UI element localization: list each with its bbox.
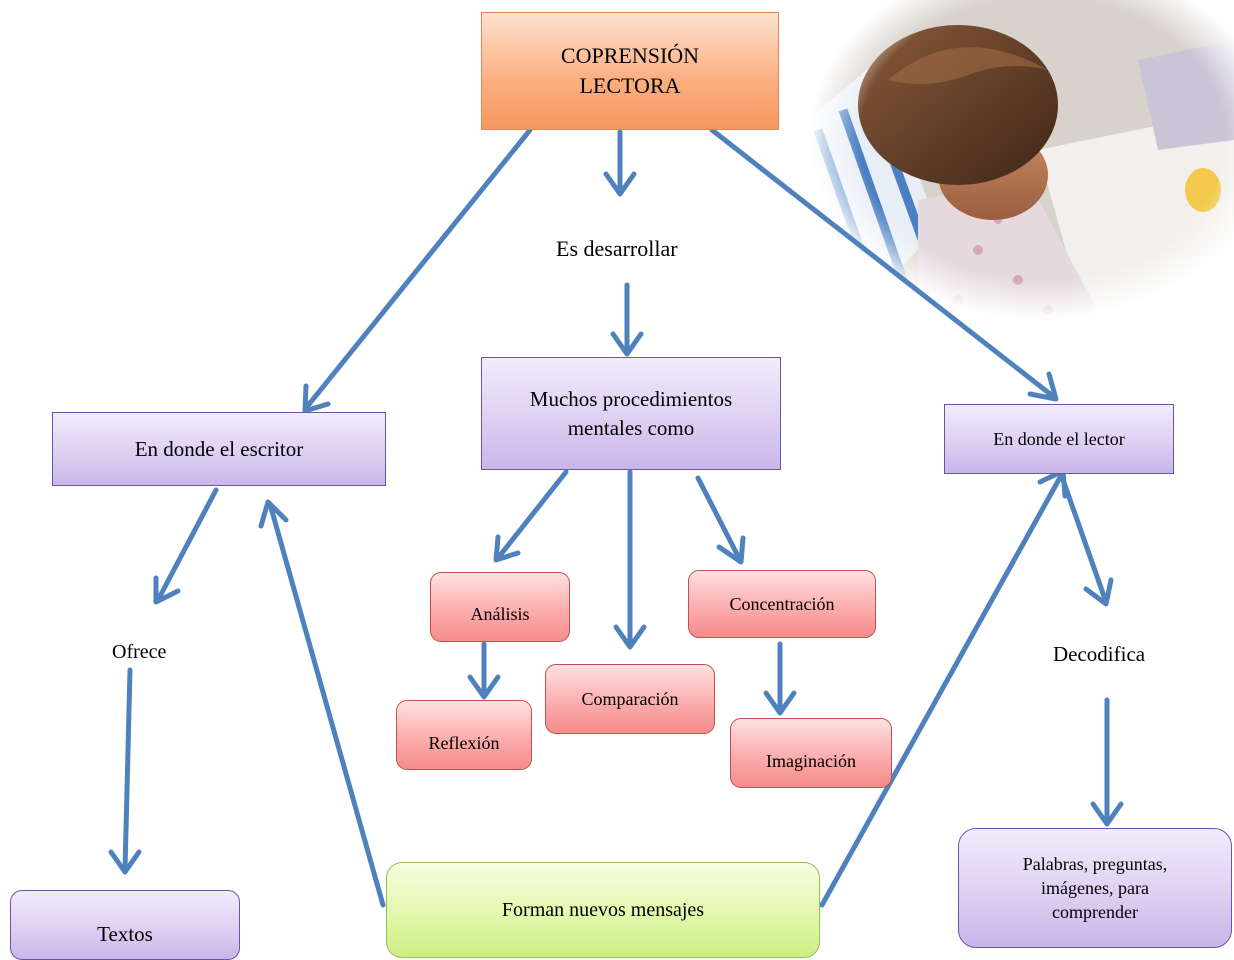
escritor-node: En donde el escritor (52, 412, 386, 486)
arrow-title-to-es-desarrollar (603, 129, 637, 197)
lector-text: En donde el lector (993, 428, 1125, 449)
arrow-escritor-to-ofrece (153, 487, 219, 605)
es-desarrollar-label: Es desarrollar (556, 236, 678, 261)
analisis-text: Análisis (470, 603, 530, 624)
textos-node: Textos (10, 890, 240, 960)
arrow-es-desarrollar-to-procedimientos (610, 282, 644, 357)
analisis-node: Análisis (430, 572, 570, 642)
textos-text: Textos (97, 921, 153, 946)
escritor-text: En donde el escritor (134, 436, 304, 461)
arrow-mensajes-to-escritor (258, 499, 386, 908)
reflexion-text: Reflexión (428, 732, 500, 753)
lector-node: En donde el lector (944, 404, 1174, 474)
child-reading-photo (808, 0, 1234, 330)
palabras-node: Palabras, preguntas, imágenes, para comp… (958, 828, 1232, 948)
arrow-procedimientos-to-analisis (493, 469, 569, 563)
procedimientos-text: Muchos procedimientos mentales como (529, 387, 733, 440)
arrow-procedimientos-to-concentracion (695, 475, 746, 565)
decodifica-label: Decodifica (1053, 642, 1146, 666)
comparacion-node: Comparación (545, 664, 715, 734)
arrow-title-to-escritor (302, 127, 533, 414)
arrow-title-to-lector (709, 127, 1059, 402)
procedimientos-node: Muchos procedimientos mentales como (481, 357, 781, 470)
concentracion-text: Concentración (729, 593, 835, 614)
imaginacion-text: Imaginación (766, 750, 856, 771)
arrow-decodifica-to-palabras (1090, 697, 1124, 827)
reflexion-node: Reflexión (396, 700, 532, 770)
ofrece-label: Ofrece (112, 641, 167, 663)
concentracion-node: Concentración (688, 570, 876, 638)
comparacion-text: Comparación (581, 688, 679, 709)
arrow-ofrece-to-textos (108, 667, 142, 875)
title-text: COPRENSIÓN LECTORA (560, 43, 700, 98)
arrow-analisis-to-reflexion (467, 641, 501, 700)
title-node: COPRENSIÓN LECTORA (481, 12, 779, 130)
arrow-lector-to-decodifica (1059, 474, 1114, 607)
imaginacion-node: Imaginación (730, 718, 892, 788)
mensajes-node: Forman nuevos mensajes (386, 862, 820, 958)
arrow-procedimientos-to-comparacion (613, 469, 647, 650)
palabras-text: Palabras, preguntas, imágenes, para comp… (1022, 853, 1168, 923)
arrow-concentracion-to-imaginacion (763, 641, 797, 716)
mensajes-text: Forman nuevos mensajes (501, 898, 705, 921)
